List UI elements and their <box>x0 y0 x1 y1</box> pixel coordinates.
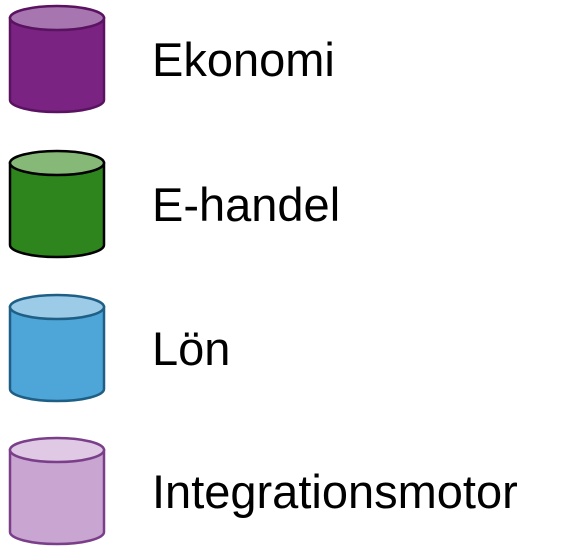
database-cylinder-icon <box>8 149 106 259</box>
legend-item-integrationsmotor: Integrationsmotor <box>8 436 573 546</box>
legend-label: Integrationsmotor <box>152 465 518 518</box>
database-cylinder-icon <box>8 293 106 403</box>
legend-label: Lön <box>152 322 231 375</box>
legend-item-e-handel: E-handel <box>8 149 573 259</box>
legend-item-ekonomi: Ekonomi <box>8 4 573 114</box>
database-cylinder-icon <box>8 436 106 546</box>
database-cylinder-icon <box>8 4 106 114</box>
legend-label: Ekonomi <box>152 33 335 86</box>
legend-label: E-handel <box>152 178 341 231</box>
legend-item-lon: Lön <box>8 293 573 403</box>
